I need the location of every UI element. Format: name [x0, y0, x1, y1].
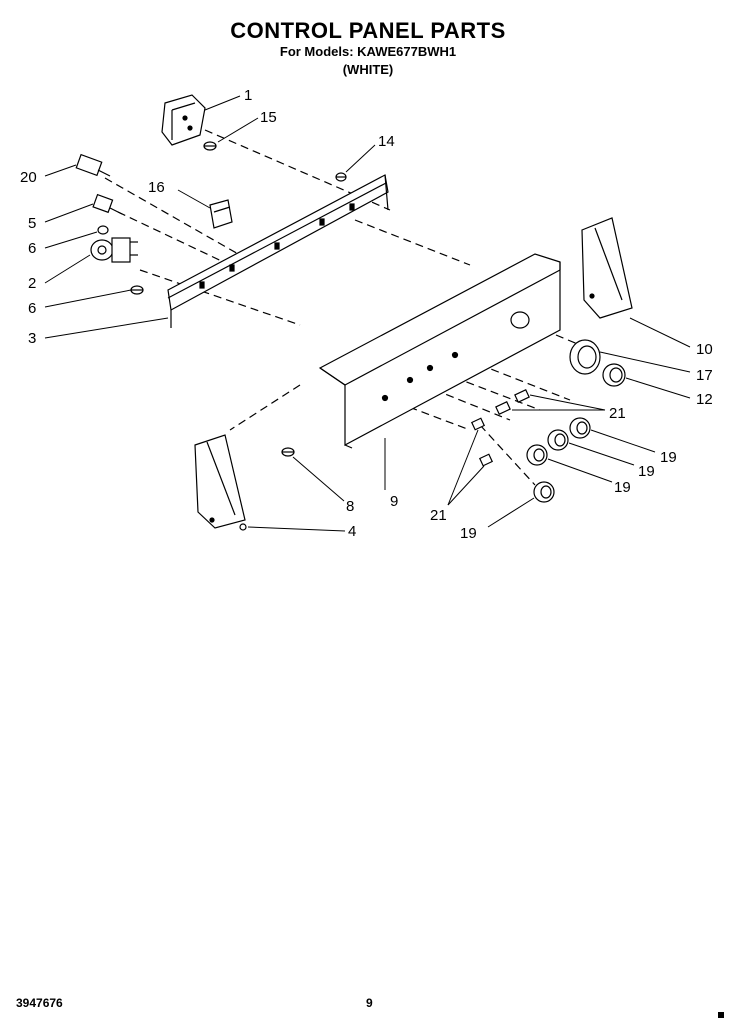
corner-mark: [718, 1012, 724, 1018]
callout-16: 16: [148, 179, 165, 196]
part-10-end-cap-right: [581, 217, 633, 319]
callout-21-bottom: 21: [430, 507, 447, 524]
document-part-number: 3947676: [16, 996, 63, 1010]
callout-4: 4: [348, 523, 356, 540]
callout-19-d: 19: [460, 525, 477, 542]
part-21-shafts: [470, 389, 530, 467]
part-14-screw: [335, 172, 347, 182]
part-15-screw: [203, 141, 217, 151]
part-19-knobs: [526, 417, 591, 503]
callout-9: 9: [390, 493, 398, 510]
part-4-end-cap-left: [194, 434, 247, 531]
callout-5: 5: [28, 215, 36, 232]
callout-3: 3: [28, 330, 36, 347]
models-line: For Models: KAWE677BWH1: [279, 44, 457, 59]
part-12-knob: [602, 363, 626, 387]
callout-6-bottom: 6: [28, 300, 36, 317]
part-17-bezel-ring: [569, 339, 601, 375]
callout-15: 15: [260, 109, 277, 126]
callout-19-a: 19: [660, 449, 677, 466]
callout-14: 14: [378, 133, 395, 150]
callout-17: 17: [696, 367, 713, 384]
page-title: CONTROL PANEL PARTS: [230, 18, 506, 43]
callout-12: 12: [696, 391, 713, 408]
part-2-control-switch: [90, 237, 138, 263]
leader-lines: [44, 95, 691, 532]
part-3-mounting-bracket: [167, 174, 389, 328]
callout-2: 2: [28, 275, 36, 292]
callout-19-c: 19: [614, 479, 631, 496]
part-5-switch: [92, 193, 123, 215]
callout-20: 20: [20, 169, 37, 186]
part-16-clip: [209, 199, 233, 229]
part-6-screw-top: [97, 225, 109, 235]
page-number: 9: [366, 996, 373, 1010]
part-20-connector: [75, 153, 111, 177]
callout-19-b: 19: [638, 463, 655, 480]
part-9-console-panel: [318, 253, 561, 449]
callout-8: 8: [346, 498, 354, 515]
part-6-screw-bottom: [130, 285, 144, 295]
part-1-bracket: [161, 94, 206, 146]
part-8-screw: [281, 447, 295, 457]
callout-21-top: 21: [609, 405, 626, 422]
callout-10: 10: [696, 341, 713, 358]
color-line: (WHITE): [342, 62, 394, 77]
callout-1: 1: [244, 87, 252, 104]
callout-6-top: 6: [28, 240, 36, 257]
